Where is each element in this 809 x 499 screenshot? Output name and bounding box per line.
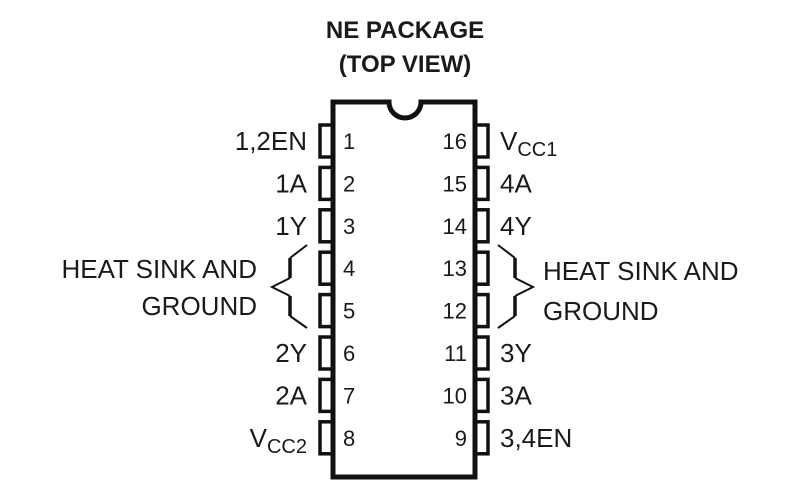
pin-label: 1,2EN: [235, 126, 307, 156]
pin-number: 13: [443, 256, 467, 281]
left-heat-sink-label-line1: HEAT SINK AND: [61, 254, 257, 284]
pin-number: 1: [343, 129, 355, 154]
pin-label: 3Y: [500, 338, 532, 368]
pin-number: 15: [443, 171, 467, 196]
package-subtitle: (TOP VIEW): [339, 51, 471, 78]
package-title: NE PACKAGE: [326, 17, 484, 44]
pin1-notch: [387, 101, 423, 120]
pin-number: 9: [455, 426, 467, 451]
pin-number: 8: [343, 426, 355, 451]
pin-label-main: V: [250, 423, 268, 453]
pin-number: 16: [443, 129, 467, 154]
chip-body: [330, 99, 478, 480]
pin-label-subscript: CC1: [517, 139, 557, 161]
pin-number: 3: [343, 214, 355, 239]
pin-number: 2: [343, 171, 355, 196]
pin-number: 7: [343, 383, 355, 408]
pin-label: 3,4EN: [500, 423, 572, 453]
pin-number: 11: [444, 341, 467, 366]
pin-label: 2A: [275, 380, 307, 410]
pin-number: 12: [443, 299, 467, 324]
pin-label: 4Y: [500, 211, 532, 241]
pin-label-main: V: [500, 126, 518, 156]
right-heat-sink-brace: [497, 244, 536, 329]
pin-label: 1Y: [275, 211, 307, 241]
pin-number: 10: [443, 383, 467, 408]
pin-number: 14: [443, 214, 467, 239]
pin-number: 5: [343, 299, 355, 324]
pin-label: VCC1: [500, 126, 557, 161]
pin-label: 4A: [500, 168, 532, 198]
pin-label-subscript: CC2: [267, 436, 307, 458]
left-heat-sink-label-line2: GROUND: [141, 291, 257, 321]
right-heat-sink-label-line2: GROUND: [543, 296, 659, 326]
pin-label: VCC2: [250, 423, 307, 458]
pin-number: 4: [343, 256, 355, 281]
pin-label: 1A: [275, 168, 307, 198]
right-heat-sink-label-line1: HEAT SINK AND: [543, 256, 739, 286]
left-heat-sink-brace: [269, 244, 308, 329]
pin-label: 2Y: [275, 338, 307, 368]
pin-label: 3A: [500, 380, 532, 410]
pin-number: 6: [343, 341, 355, 366]
